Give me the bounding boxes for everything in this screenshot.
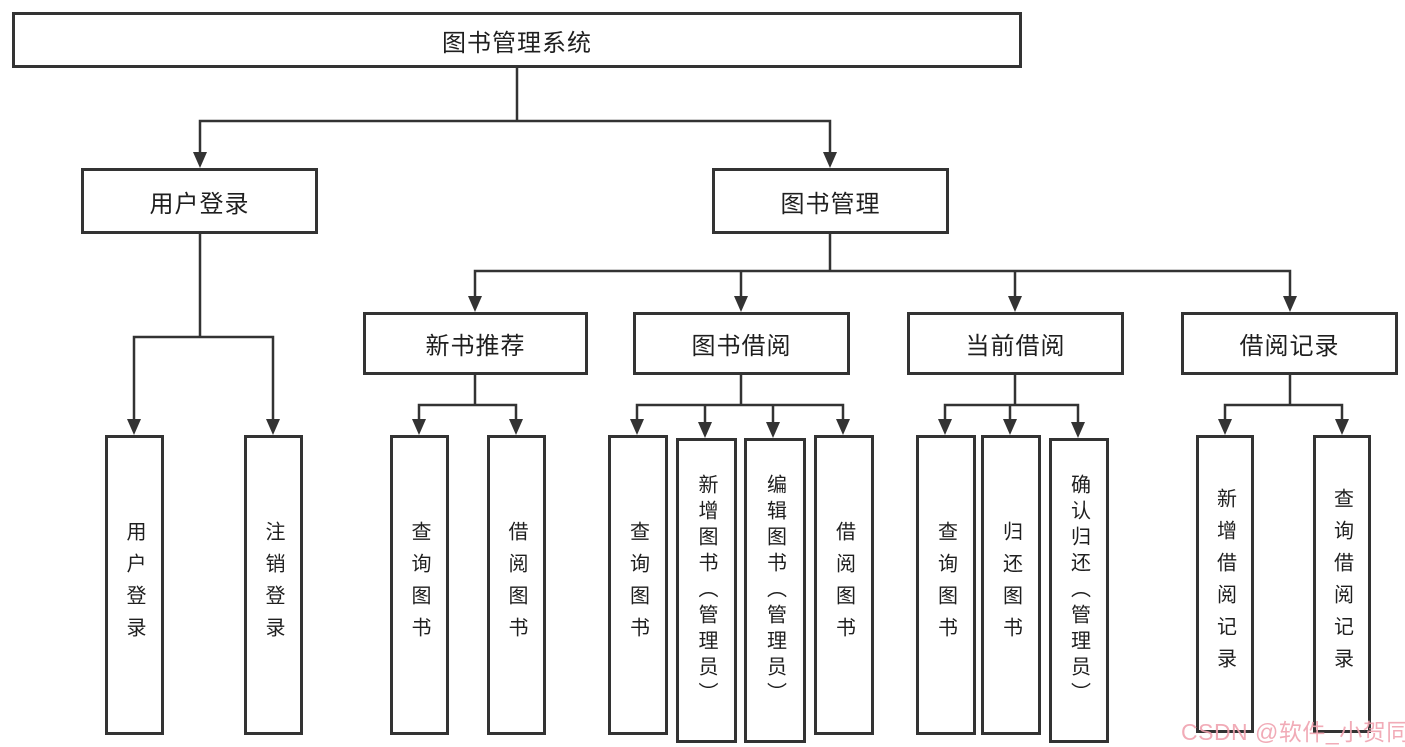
leaf-add-books-admin-label: 新增图书（管理员）	[695, 473, 717, 708]
leaf-recommend-borrow-books: 借阅图书	[487, 435, 546, 735]
leaf-recommend-borrow-books-label: 借阅图书	[505, 521, 527, 649]
leaf-user-login: 用户登录	[105, 435, 164, 735]
node-borrow-records-label: 借阅记录	[1239, 333, 1340, 360]
node-user-login: 用户登录	[81, 168, 318, 234]
leaf-confirm-return-admin-label: 确认归还（管理员）	[1067, 473, 1090, 708]
leaf-query-borrow-record-label: 查询借阅记录	[1330, 488, 1353, 680]
leaf-edit-books-admin-label: 编辑图书（管理员）	[763, 473, 786, 708]
leaf-add-borrow-record: 新增借阅记录	[1196, 435, 1254, 733]
leaf-edit-books-admin: 编辑图书（管理员）	[744, 438, 806, 743]
leaf-logout-label: 注销登录	[262, 521, 284, 649]
node-book-borrowing-label: 图书借阅	[691, 333, 792, 360]
leaf-current-query-books-label: 查询图书	[934, 521, 957, 649]
leaf-return-books-label: 归还图书	[999, 521, 1022, 649]
leaf-borrowing-query-books: 查询图书	[608, 435, 668, 735]
leaf-add-books-admin: 新增图书（管理员）	[676, 438, 737, 743]
leaf-borrowing-query-books-label: 查询图书	[626, 521, 649, 649]
node-user-login-label: 用户登录	[149, 190, 250, 218]
leaf-recommend-query-books-label: 查询图书	[408, 521, 430, 649]
node-book-borrowing: 图书借阅	[633, 312, 850, 375]
node-library-management-system: 图书管理系统	[12, 12, 1022, 68]
csdn-watermark: CSDN @软件_小贺同学	[1181, 719, 1405, 745]
leaf-borrowing-borrow-books-label: 借阅图书	[832, 521, 855, 649]
leaf-query-borrow-record: 查询借阅记录	[1313, 435, 1371, 733]
node-book-management-label: 图书管理	[780, 190, 881, 218]
arrowheads	[127, 152, 1349, 438]
leaf-borrowing-borrow-books: 借阅图书	[814, 435, 874, 735]
node-current-borrowing-label: 当前借阅	[965, 333, 1066, 360]
node-new-book-recommend-label: 新书推荐	[425, 333, 526, 360]
node-library-management-system-label: 图书管理系统	[442, 29, 592, 57]
leaf-add-borrow-record-label: 新增借阅记录	[1213, 488, 1236, 680]
node-book-management: 图书管理	[712, 168, 949, 234]
node-borrow-records: 借阅记录	[1181, 312, 1398, 375]
node-current-borrowing: 当前借阅	[907, 312, 1124, 375]
leaf-confirm-return-admin: 确认归还（管理员）	[1049, 438, 1109, 743]
leaf-current-query-books: 查询图书	[916, 435, 976, 735]
node-new-book-recommend: 新书推荐	[363, 312, 588, 375]
leaf-user-login-label: 用户登录	[123, 521, 145, 649]
leaf-logout: 注销登录	[244, 435, 303, 735]
leaf-return-books: 归还图书	[981, 435, 1041, 735]
leaf-recommend-query-books: 查询图书	[390, 435, 449, 735]
